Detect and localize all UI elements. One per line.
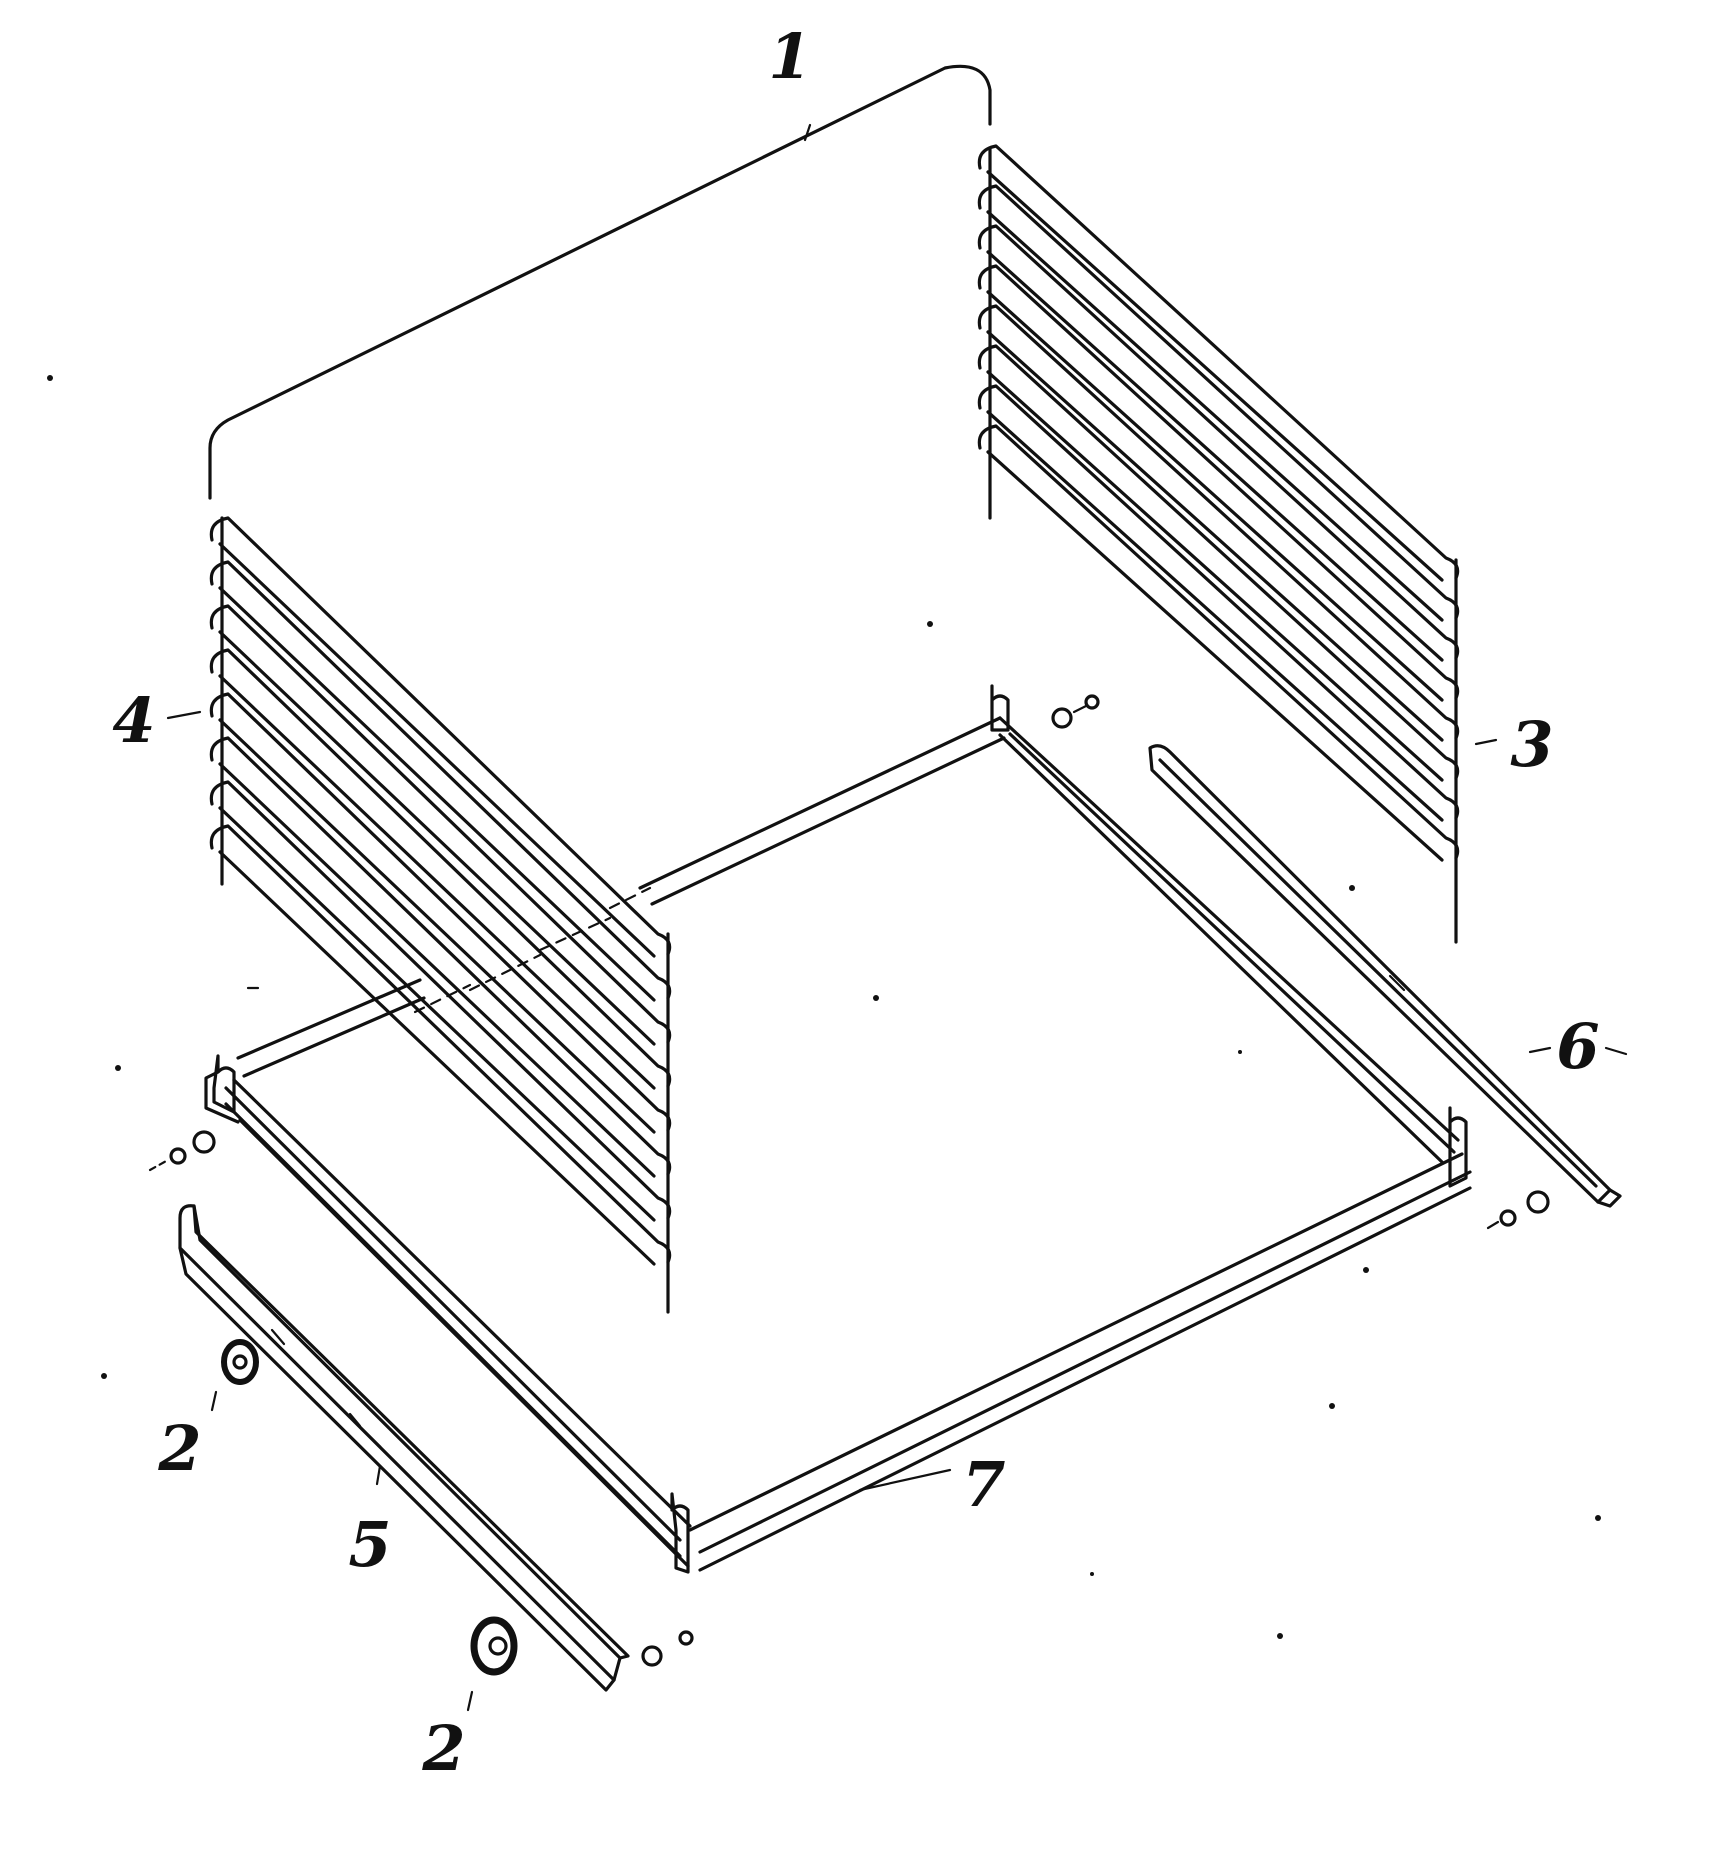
left-rack-rung [209,560,672,1000]
right-rack-rungs [977,144,1460,862]
left-rack-rung-inner [218,674,656,1090]
label-fastener-a: 2 [157,1412,201,1485]
label-left-rail: 5 [348,1508,391,1581]
right-rack-rung [977,224,1460,660]
nut-lower [470,1616,518,1676]
reference-labels: 1 3 4 6 7 5 2 2 [112,20,1599,1785]
right-rack-rung [977,344,1460,780]
right-rack-rung [977,264,1460,700]
left-rack-rung-inner [218,718,656,1134]
right-rack [977,144,1460,944]
label-right-rack: 3 [1510,708,1553,781]
hidden-lines [413,886,652,1014]
right-rail [1148,744,1622,1208]
left-rack-rung [209,824,672,1264]
left-rack-rungs [209,516,672,1266]
right-rack-rung [977,304,1460,740]
fastener-parts [148,694,1550,1676]
left-rack-rung [209,604,672,1044]
left-rack-rung-inner [218,630,656,1046]
left-rack-rung-inner [218,762,656,1178]
right-rack-rung-inner [986,170,1444,582]
right-rack-rung-inner [986,330,1444,742]
right-rack-rung [977,384,1460,820]
fastener-back-right [1051,694,1100,729]
label-left-rack: 4 [112,684,155,757]
left-rack-rung-inner [218,806,656,1222]
right-rack-rung-inner [986,370,1444,782]
right-rack-rung-inner [986,290,1444,702]
right-rack-rung-inner [986,250,1444,662]
right-rack-rung [977,424,1460,860]
label-right-rail: 6 [1556,1010,1599,1083]
left-rack-rung [209,692,672,1132]
fastener-left-rail-end [641,1630,694,1667]
left-rack-rung [209,516,672,956]
label-base-frame: 7 [962,1448,1005,1521]
left-rack-rung [209,780,672,1220]
right-rack-rung-inner [986,410,1444,822]
right-rack-rung-inner [986,210,1444,622]
left-rail [178,1204,630,1692]
right-rack-rung [977,144,1460,580]
nut-upper [221,1339,259,1385]
right-rack-rung [977,184,1460,620]
assembly-bracket [208,64,992,500]
leader-lines [166,710,1628,1712]
label-assembly: 1 [768,20,811,93]
left-rack-rung-inner [218,850,656,1266]
left-rack-rung [209,736,672,1176]
label-fastener-b: 2 [421,1712,465,1785]
base-frame [204,684,1472,1574]
right-rack-rung-inner [986,450,1444,862]
left-rack-rung-inner [218,542,656,958]
specks [47,375,1601,1639]
left-rack-rung [209,648,672,1088]
left-rack [209,516,672,1314]
fastener-right-rail-end [1486,1190,1550,1230]
fastener-left-front [148,1130,216,1172]
